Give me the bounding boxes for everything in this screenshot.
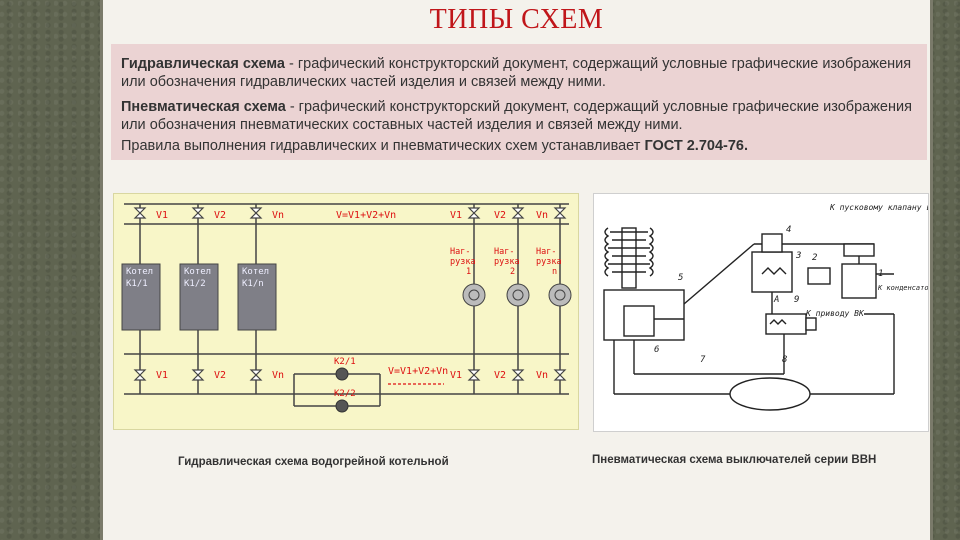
definition-box: Гидравлическая схема - графический конст… [111,44,927,160]
load-2-l1: Наг- [494,247,514,257]
num-9: 9 [794,295,799,305]
load-n-l2: рузка [536,257,562,267]
load-flow-1-top: V1 [450,210,462,221]
load-flow-2-top: V2 [494,210,506,221]
load-1-l2: рузка [450,257,476,267]
pump-2-label: К2/2 [334,389,356,399]
flow-top-1: V1 [156,210,168,221]
letter-a: А [773,295,779,305]
num-2: 2 [812,253,817,263]
hydraulic-term: Гидравлическая схема [121,56,285,72]
load-1-l3: 1 [466,267,471,277]
load-flow-1-bottom: V1 [450,370,462,381]
pump-1-label: К2/1 [334,357,356,367]
hydraulic-diagram-svg: Котел К1/1 Котел К1/2 Котел К1/n V1 V2 V… [121,203,572,413]
num-1: 1 [878,269,883,279]
flow-top-2: V2 [214,210,226,221]
num-4: 4 [786,225,791,235]
pump-2: К2/2 [334,389,356,413]
hydraulic-def-text: - графический конструкторский документ, … [121,56,912,90]
load-1: Наг- рузка 1 [450,247,486,307]
flow-bottom-2: V2 [214,370,226,381]
load-flow-n-top: Vn [536,210,548,221]
slide: ТИПЫ СХЕМ Гидравлическая схема - графиче… [100,0,960,540]
rules-text: Правила выполнения гидравлических и пнев… [121,138,645,154]
boiler-3-label: Котел [242,267,269,277]
num-6: 6 [654,345,659,355]
pump-1: К2/1 [334,357,356,381]
num-8: 8 [782,355,787,365]
boiler-2: Котел К1/2 [179,263,219,331]
pneumatic-term: Пневматическая схема [121,99,286,115]
flow-sum-bottom: V=V1+V2+Vn [388,366,448,377]
num-5: 5 [678,273,683,283]
start-valve-label-line: К пусковому клапану включения [829,203,928,212]
hydraulic-definition: Гидравлическая схема - графический конст… [121,55,927,91]
boiler-1-label: Котел [126,267,153,277]
slide-title: ТИПЫ СХЕМ [429,4,604,35]
condenser-label: К конденсатору [877,284,928,292]
rules-line: Правила выполнения гидравлических и пнев… [121,137,927,155]
load-n-l3: n [552,267,557,277]
num-7: 7 [700,355,706,365]
drive-label: К приводу ВК [805,309,865,318]
boiler-1: Котел К1/1 [121,263,161,331]
pneumatic-caption: Пневматическая схема выключателей серии … [592,454,877,466]
boiler-2-code: К1/2 [184,279,206,289]
hydraulic-caption: Гидравлическая схема водогрейной котельн… [178,456,449,468]
load-1-l1: Наг- [450,247,470,257]
load-n: Наг- рузка n [536,247,572,307]
boiler-3-code: К1/n [242,279,264,289]
pneumatic-diagram: К пусковому клапану включения К приводу … [593,193,960,432]
gost-ref: ГОСТ 2.704-76. [644,138,749,154]
flow-bottom-1: V1 [156,370,168,381]
pneumatic-definition: Пневматическая схема - графический конст… [121,98,927,134]
num-3: 3 [795,251,801,261]
load-2-l2: рузка [494,257,520,267]
flow-bottom-n: Vn [272,370,284,381]
boiler-3: Котел К1/n [237,263,277,331]
pneumatic-diagram-svg: К пусковому клапану включения К приводу … [603,203,960,411]
load-flow-2-bottom: V2 [494,370,506,381]
hydraulic-diagram: Котел К1/1 Котел К1/2 Котел К1/n V1 V2 V… [113,193,579,430]
boiler-1-code: К1/1 [126,279,148,289]
load-2: Наг- рузка 2 [494,247,530,307]
pneumatic-def-text: - графический конструкторский документ, … [121,99,912,133]
load-n-l1: Наг- [536,247,556,257]
flow-sum-top: V=V1+V2+Vn [336,210,396,221]
boiler-2-label: Котел [184,267,211,277]
load-2-l3: 2 [510,267,515,277]
load-flow-n-bottom: Vn [536,370,548,381]
flow-top-n: Vn [272,210,284,221]
